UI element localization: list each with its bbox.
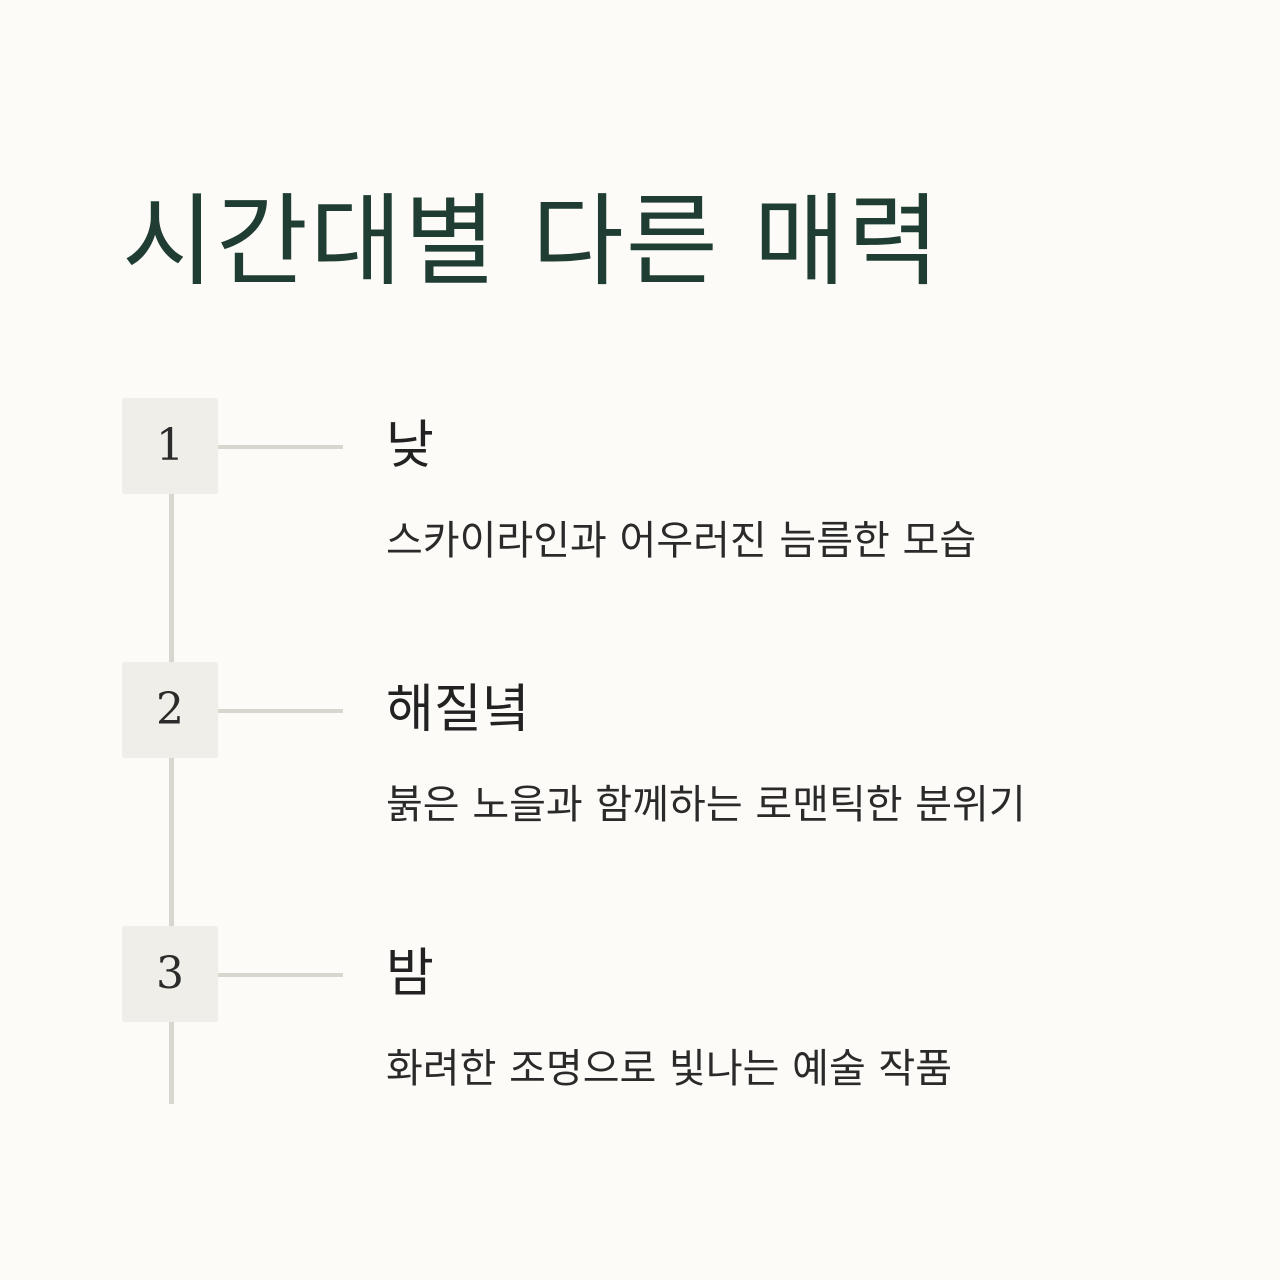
- step-connector-2: [218, 709, 343, 713]
- step-description-3: 화려한 조명으로 빛나는 예술 작품: [386, 1046, 953, 1092]
- step-connector-3: [218, 973, 343, 977]
- page-title: 시간대별 다른 매력: [122, 183, 942, 300]
- step-number-box-3: 3: [122, 926, 218, 1022]
- timeline-line: [169, 494, 174, 1104]
- step-title-2: 해질녘: [386, 680, 530, 740]
- step-description-2: 붉은 노을과 함께하는 로맨틱한 분위기: [386, 782, 1026, 828]
- step-number-2: 2: [156, 684, 184, 735]
- step-title-3: 밤: [386, 944, 434, 1004]
- step-number-box-2: 2: [122, 662, 218, 758]
- step-title-1: 낮: [386, 416, 434, 476]
- step-number-1: 1: [156, 420, 184, 471]
- step-connector-1: [218, 445, 343, 449]
- step-number-box-1: 1: [122, 398, 218, 494]
- step-number-3: 3: [156, 948, 184, 999]
- step-description-1: 스카이라인과 어우러진 늠름한 모습: [386, 518, 977, 564]
